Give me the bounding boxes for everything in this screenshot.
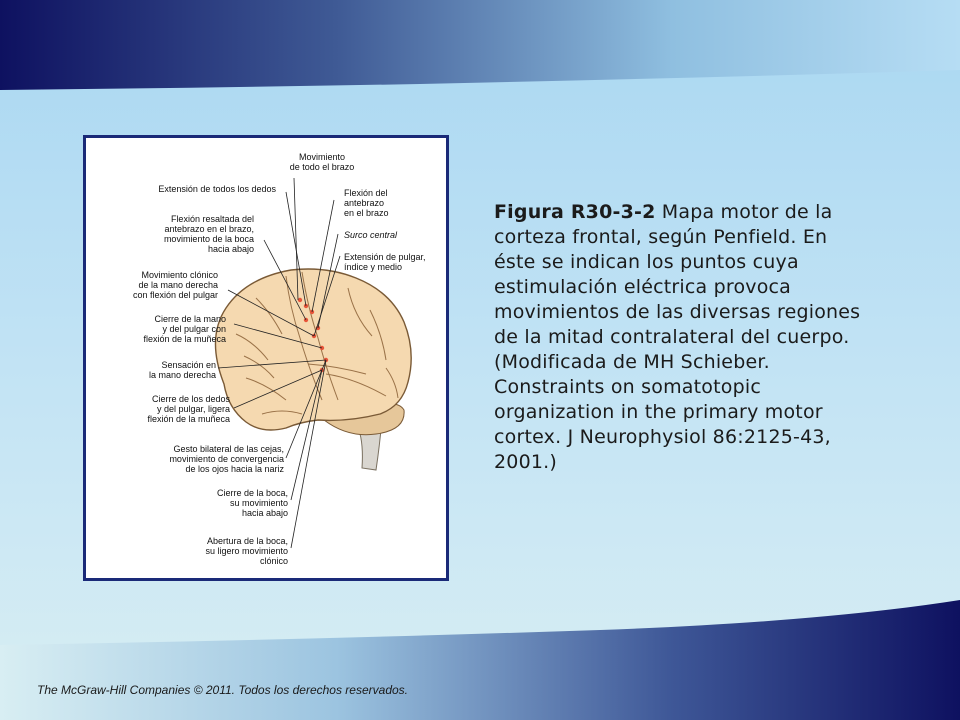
label-movimiento-brazo: Movimiento de todo el brazo bbox=[289, 152, 355, 172]
caption-figure-id: Figura R30-3-2 bbox=[494, 201, 656, 223]
label-cierre-boca: Cierre de la boca, su movimiento hacia a… bbox=[216, 488, 288, 518]
brain-figure: Movimiento de todo el brazo Extensión de… bbox=[83, 135, 449, 581]
label-flexion-antebrazo: Flexión del antebrazo en el brazo bbox=[344, 188, 389, 218]
label-gesto-bilateral: Gesto bilateral de las cejas, movimiento… bbox=[169, 444, 284, 474]
label-surco-central: Surco central bbox=[344, 230, 398, 240]
figure-caption: Figura R30-3-2 Mapa motor de la corteza … bbox=[494, 200, 864, 475]
bottom-decorative-band bbox=[0, 600, 960, 720]
stimulation-points bbox=[297, 297, 329, 373]
label-abertura-boca: Abertura de la boca, su ligero movimient… bbox=[205, 536, 288, 566]
top-decorative-band bbox=[0, 0, 960, 90]
label-cierre-dedos: Cierre de los dedos y del pulgar, ligera… bbox=[147, 394, 230, 424]
label-extension-pulgar: Extensión de pulgar, índice y medio bbox=[344, 252, 426, 272]
label-cierre-mano: Cierre de la mano y del pulgar con flexi… bbox=[143, 314, 226, 344]
copyright-footer: The McGraw-Hill Companies © 2011. Todos … bbox=[37, 683, 409, 697]
label-extension-dedos: Extensión de todos los dedos bbox=[158, 184, 276, 194]
caption-text: Mapa motor de la corteza frontal, según … bbox=[494, 201, 861, 473]
label-flexion-resaltada: Flexión resaltada del antebrazo en el br… bbox=[163, 214, 254, 254]
brain-illustration bbox=[214, 177, 412, 549]
label-sensacion: Sensación en la mano derecha bbox=[148, 360, 216, 380]
label-movimiento-clonico: Movimiento clónico de la mano derecha co… bbox=[132, 270, 218, 300]
